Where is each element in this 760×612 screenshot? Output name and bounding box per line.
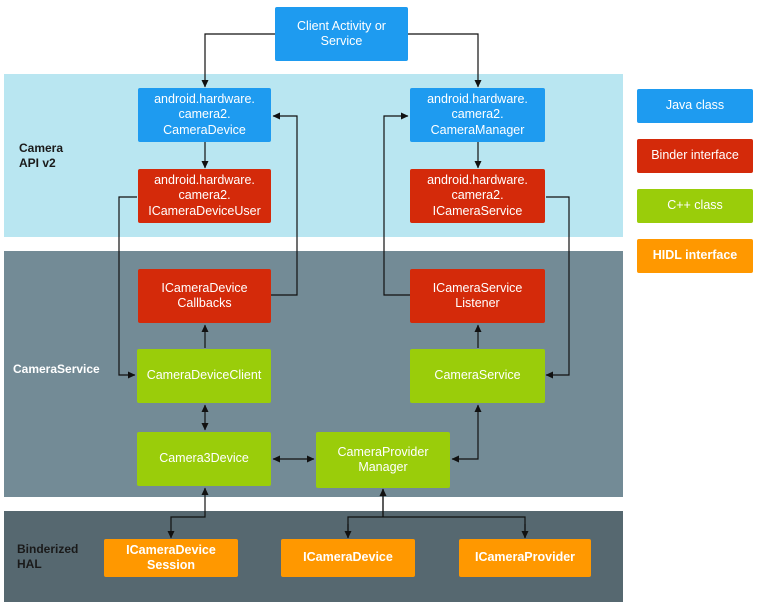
band-label-hal: Binderized HAL bbox=[17, 542, 79, 571]
box-client-activity: Client Activity or Service bbox=[275, 7, 408, 61]
band-label-camera-service: CameraService bbox=[13, 362, 100, 376]
box-icamera-device-callbacks: ICameraDevice Callbacks bbox=[138, 269, 271, 323]
box-camera-device: android.hardware. camera2. CameraDevice bbox=[138, 88, 271, 142]
box-icamera-service-listener: ICameraService Listener bbox=[410, 269, 545, 323]
box-camera-manager: android.hardware. camera2. CameraManager bbox=[410, 88, 545, 142]
box-camera3-device: Camera3Device bbox=[137, 432, 271, 486]
box-camera-device-client: CameraDeviceClient bbox=[137, 349, 271, 403]
band-label-camera-api: Camera API v2 bbox=[19, 141, 64, 170]
box-camera-provider-manager: CameraProvider Manager bbox=[316, 432, 450, 488]
box-camera-service: CameraService bbox=[410, 349, 545, 403]
legend-cpp-class: C++ class bbox=[637, 189, 753, 223]
box-icamera-device-user: android.hardware. camera2. ICameraDevice… bbox=[138, 169, 271, 223]
box-icamera-service: android.hardware. camera2. ICameraServic… bbox=[410, 169, 545, 223]
box-icamera-device-session: ICameraDevice Session bbox=[104, 539, 238, 577]
box-icamera-device: ICameraDevice bbox=[281, 539, 415, 577]
legend-binder-interface: Binder interface bbox=[637, 139, 753, 173]
legend-hidl-interface: HIDL interface bbox=[637, 239, 753, 273]
legend-java-class: Java class bbox=[637, 89, 753, 123]
box-icamera-provider: ICameraProvider bbox=[459, 539, 591, 577]
